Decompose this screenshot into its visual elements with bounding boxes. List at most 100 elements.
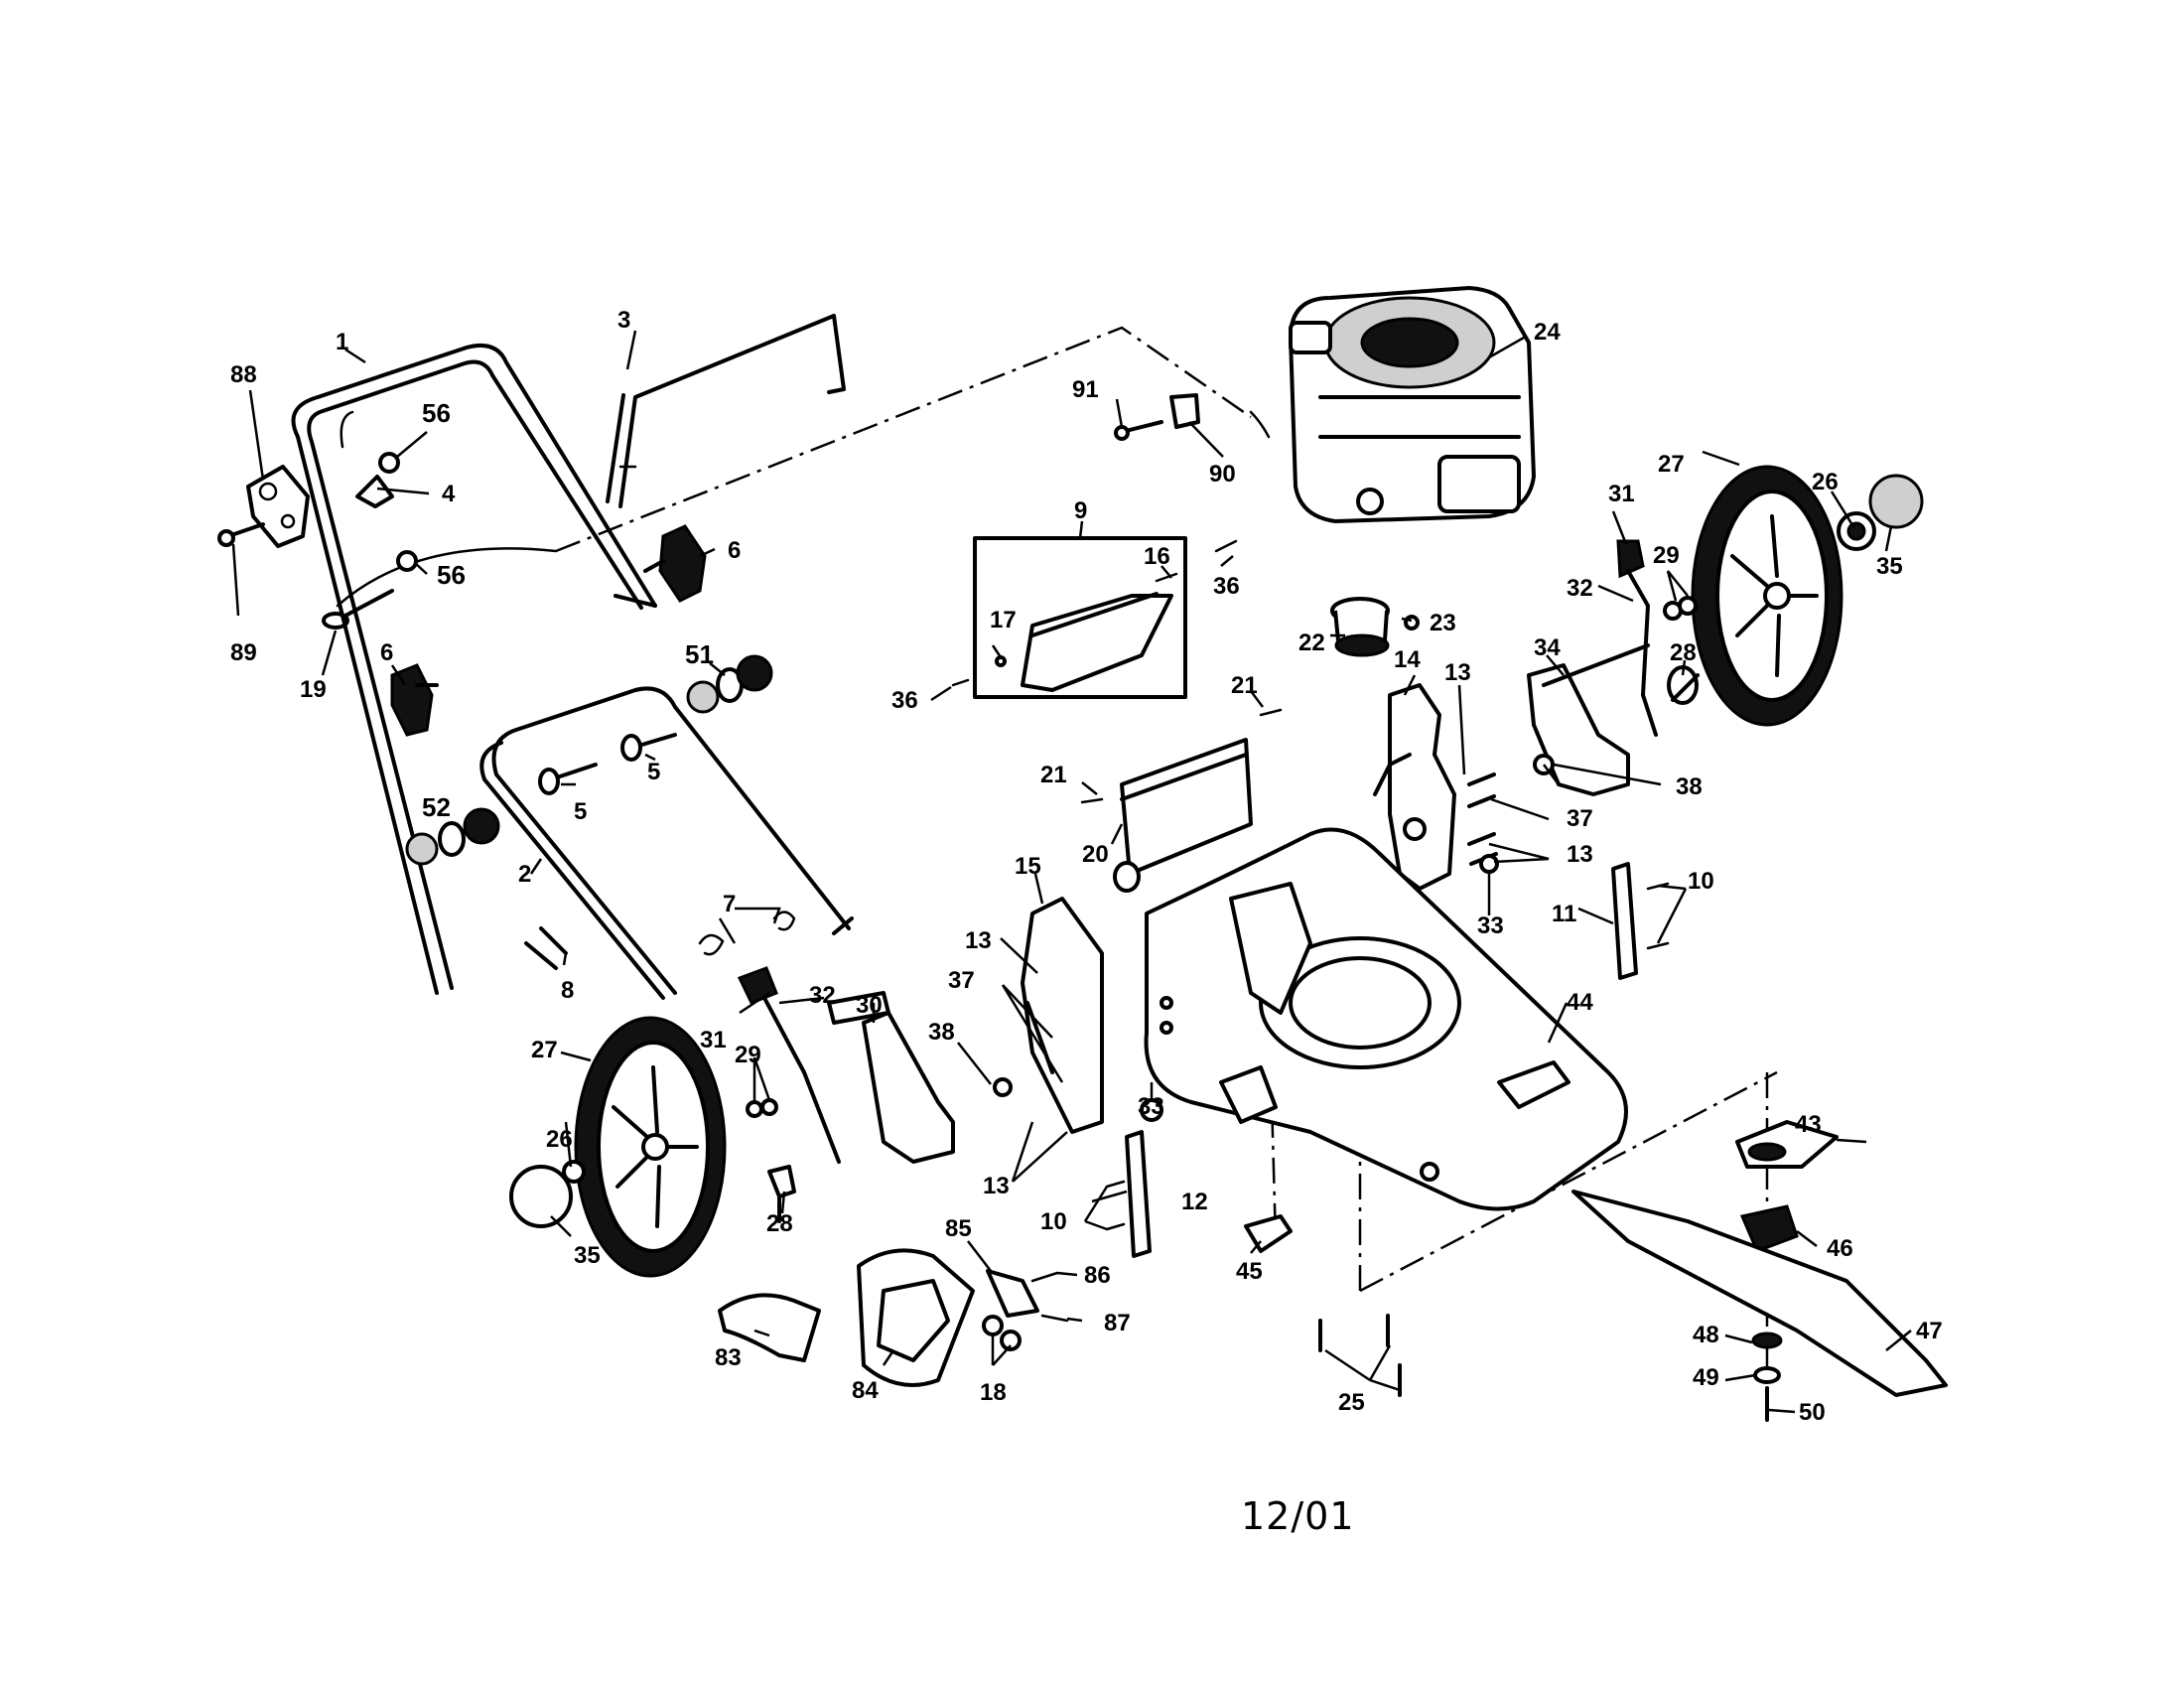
- callout-46: 46: [1827, 1235, 1853, 1262]
- left-height-lever: [737, 966, 1013, 1164]
- callout-52: 52: [422, 792, 451, 822]
- handle-knobs: [390, 524, 707, 737]
- engine-pulley: [1330, 597, 1420, 657]
- callout-37a: 37: [1567, 805, 1593, 832]
- engine: [1289, 286, 1536, 523]
- callout-31b: 31: [700, 1027, 727, 1053]
- callout-45: 45: [1236, 1258, 1263, 1285]
- date-code: 12/01: [1241, 1494, 1355, 1538]
- right-hardware: [1467, 754, 1555, 874]
- callout-33a: 33: [1477, 912, 1504, 939]
- callout-38a: 38: [1676, 773, 1703, 800]
- left-wheel: [509, 1016, 796, 1278]
- height-adjuster-right: [1373, 683, 1456, 891]
- callout-5a: 5: [574, 798, 587, 825]
- upper-handle: [291, 343, 657, 995]
- callout-2: 2: [518, 861, 531, 888]
- callout-91: 91: [1072, 376, 1099, 403]
- callout-labels: 1 2 3 4 5 5 5 6 6 7 8 9 10 10 11 12 13 1…: [230, 307, 1943, 1426]
- callout-48: 48: [1693, 1322, 1719, 1348]
- callout-47: 47: [1916, 1318, 1943, 1344]
- callout-18: 18: [980, 1379, 1007, 1406]
- callout-7: 7: [723, 891, 736, 917]
- callout-43: 43: [1795, 1111, 1822, 1138]
- callout-32b: 32: [809, 982, 836, 1009]
- callout-37b: 37: [948, 967, 975, 994]
- clips-and-pins: [524, 911, 796, 970]
- blade-assembly: [1571, 1120, 1948, 1422]
- right-bracket: [1611, 862, 1670, 980]
- callout-4: 4: [442, 481, 456, 507]
- callout-5b: 5: [647, 759, 660, 785]
- callout-56b: 56: [437, 560, 466, 590]
- callout-14: 14: [1394, 646, 1421, 673]
- handle-knob-assemblies: [405, 654, 773, 866]
- callout-17: 17: [990, 607, 1017, 633]
- left-bracket: [1105, 1130, 1152, 1258]
- callout-51: 51: [685, 639, 714, 669]
- callout-88: 88: [230, 361, 257, 388]
- callout-24: 24: [1534, 319, 1561, 346]
- callout-89: 89: [230, 639, 257, 666]
- callout-20: 20: [1082, 841, 1109, 868]
- callout-85: 85: [945, 1215, 972, 1242]
- callout-10a: 10: [1040, 1208, 1067, 1235]
- callout-83: 83: [715, 1344, 742, 1371]
- callout-21a: 21: [1231, 672, 1258, 699]
- callout-27a: 27: [1658, 451, 1685, 478]
- callout-49: 49: [1693, 1364, 1719, 1391]
- callout-26a: 26: [1812, 469, 1839, 495]
- callout-50: 50: [1799, 1399, 1826, 1426]
- callout-11: 11: [1552, 901, 1576, 927]
- engine-cable-bracket: [1114, 393, 1271, 441]
- callout-27b: 27: [531, 1037, 558, 1063]
- callout-13d: 13: [983, 1173, 1010, 1199]
- callout-35b: 35: [574, 1242, 601, 1269]
- handle-hardware: [322, 410, 418, 630]
- callout-30: 30: [856, 992, 883, 1019]
- callout-6b: 6: [380, 639, 393, 666]
- callout-8: 8: [561, 977, 574, 1004]
- callout-23: 23: [1430, 610, 1456, 636]
- callout-19: 19: [300, 676, 327, 703]
- callout-6a: 6: [728, 537, 741, 564]
- callout-28b: 28: [766, 1210, 793, 1237]
- callout-12: 12: [1181, 1189, 1208, 1215]
- callout-25: 25: [1338, 1389, 1365, 1416]
- callout-38b: 38: [928, 1019, 955, 1046]
- callout-31a: 31: [1608, 481, 1635, 507]
- callout-86: 86: [1084, 1262, 1111, 1289]
- callout-10b: 10: [1688, 868, 1714, 895]
- callout-3: 3: [617, 307, 630, 334]
- callout-21b: 21: [1040, 762, 1067, 788]
- callout-56a: 56: [422, 398, 451, 428]
- lower-handle: [479, 686, 854, 1000]
- mower-deck: [1144, 827, 1628, 1211]
- callout-13b: 13: [1567, 841, 1593, 868]
- handle-bracket: [217, 465, 310, 548]
- callout-84: 84: [852, 1377, 879, 1404]
- callout-36b: 36: [891, 687, 918, 714]
- callout-15: 15: [1015, 853, 1041, 880]
- callout-29b: 29: [735, 1042, 761, 1068]
- callout-44: 44: [1567, 989, 1593, 1016]
- control-bail: [606, 314, 846, 508]
- callout-28a: 28: [1670, 639, 1697, 666]
- callout-87: 87: [1104, 1310, 1131, 1336]
- callout-33b: 33: [1138, 1093, 1164, 1120]
- callout-22: 22: [1298, 630, 1325, 656]
- callout-26b: 26: [546, 1126, 573, 1153]
- callout-35a: 35: [1876, 553, 1903, 580]
- discharge-parts: [718, 1214, 1293, 1387]
- rear-deflector: [1080, 708, 1283, 893]
- callout-9: 9: [1074, 497, 1087, 524]
- right-wheel: [1667, 465, 1924, 727]
- callout-13a: 13: [1444, 659, 1471, 686]
- handle-bolts: [538, 733, 677, 795]
- callout-13c: 13: [965, 927, 992, 954]
- callout-29a: 29: [1653, 542, 1680, 569]
- callout-34: 34: [1534, 634, 1561, 661]
- callout-32a: 32: [1567, 575, 1593, 602]
- callout-36a: 36: [1213, 573, 1240, 600]
